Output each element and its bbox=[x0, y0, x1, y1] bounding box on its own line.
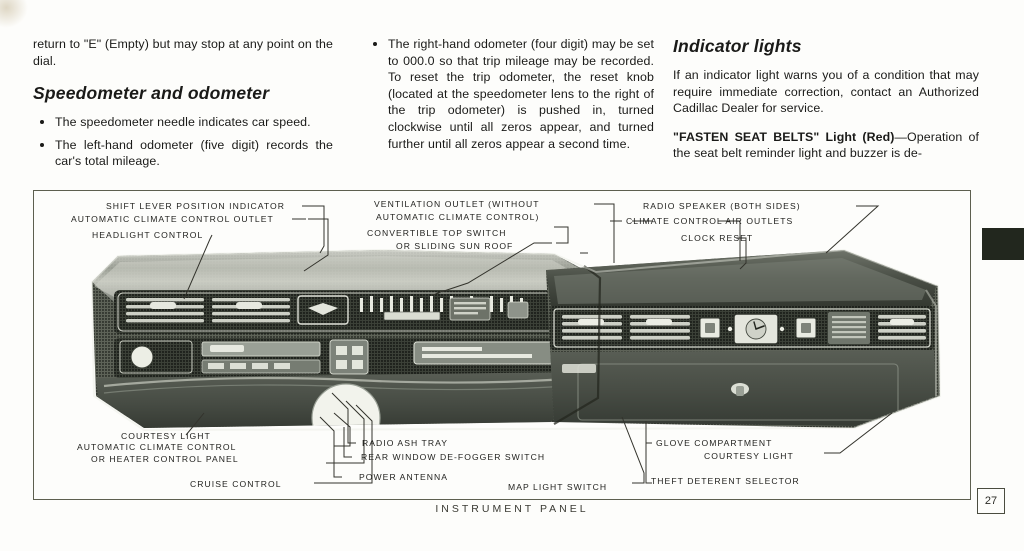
callout-cruise-control: CRUISE CONTROL bbox=[190, 479, 282, 489]
callout-automatic-climate-control-panel-line-1: AUTOMATIC CLIMATE CONTROL bbox=[77, 442, 237, 452]
list-item: The right-hand odometer (four digit) may… bbox=[366, 36, 654, 152]
callout-power-antenna: POWER ANTENNA bbox=[359, 472, 449, 482]
callout-ventilation-outlet-line-2: AUTOMATIC CLIMATE CONTROL) bbox=[376, 212, 540, 222]
odometer-bullet-list: The right-hand odometer (four digit) may… bbox=[366, 36, 654, 152]
instrument-panel-figure: SHIFT LEVER POSITION INDICATOR AUTOMATIC… bbox=[33, 190, 971, 500]
callout-automatic-climate-control-panel-line-2: OR HEATER CONTROL PANEL bbox=[91, 454, 239, 464]
fasten-seat-belts-text: —Operation of the seat belt reminder lig… bbox=[673, 129, 979, 161]
callout-courtesy-light-left: COURTESY LIGHT bbox=[121, 431, 211, 441]
callout-map-light-switch: MAP LIGHT SWITCH bbox=[508, 482, 608, 492]
fasten-seat-belts-label: "FASTEN SEAT BELTS" Light (Red) bbox=[673, 129, 895, 144]
callout-convertible-top-switch-line-1: CONVERTIBLE TOP SWITCH bbox=[367, 228, 507, 238]
column-left: return to "E" (Empty) but may stop at an… bbox=[33, 36, 333, 176]
indicator-lights-paragraph: If an indicator light warns you of a con… bbox=[673, 68, 979, 116]
list-item: The speedometer needle indicates car spe… bbox=[33, 114, 333, 131]
callout-shift-lever-position-indicator: SHIFT LEVER POSITION INDICATOR bbox=[106, 201, 286, 211]
dashboard-photograph bbox=[90, 248, 942, 432]
text-columns: return to "E" (Empty) but may stop at an… bbox=[0, 0, 1024, 190]
figure-caption: INSTRUMENT PANEL bbox=[435, 503, 589, 515]
column-middle: The right-hand odometer (four digit) may… bbox=[366, 36, 654, 158]
callout-headlight-control: HEADLIGHT CONTROL bbox=[92, 230, 204, 240]
list-item: The left-hand odometer (five digit) reco… bbox=[33, 137, 333, 170]
callout-glove-compartment: GLOVE COMPARTMENT bbox=[656, 438, 773, 448]
speedometer-bullet-list: The speedometer needle indicates car spe… bbox=[33, 114, 333, 170]
callout-automatic-climate-control-outlet: AUTOMATIC CLIMATE CONTROL OUTLET bbox=[71, 214, 274, 224]
heading-speedometer-and-odometer: Speedometer and odometer bbox=[33, 83, 270, 104]
callout-radio-ash-tray: RADIO ASH TRAY bbox=[362, 438, 449, 448]
callout-courtesy-light-right: COURTESY LIGHT bbox=[704, 451, 794, 461]
callout-clock-reset: CLOCK RESET bbox=[681, 233, 754, 243]
callout-theft-deterent-selector: THEFT DETERENT SELECTOR bbox=[651, 476, 800, 486]
column-right: Indicator lights If an indicator light w… bbox=[673, 36, 979, 162]
callout-radio-speaker: RADIO SPEAKER (BOTH SIDES) bbox=[643, 201, 801, 211]
fasten-seat-belts-paragraph: "FASTEN SEAT BELTS" Light (Red)—Operatio… bbox=[673, 129, 979, 162]
callout-convertible-top-switch-line-2: OR SLIDING SUN ROOF bbox=[396, 241, 514, 251]
callout-climate-control-air-outlets: CLIMATE CONTROL AIR OUTLETS bbox=[626, 216, 794, 226]
continued-paragraph: return to "E" (Empty) but may stop at an… bbox=[33, 37, 333, 68]
callout-rear-window-defogger-switch: REAR WINDOW DE-FOGGER SWITCH bbox=[361, 452, 546, 462]
heading-indicator-lights: Indicator lights bbox=[673, 36, 802, 56]
callout-ventilation-outlet-line-1: VENTILATION OUTLET (WITHOUT bbox=[374, 199, 540, 209]
page-edge-artifact bbox=[982, 228, 1024, 260]
page-number: 27 bbox=[977, 488, 1005, 514]
